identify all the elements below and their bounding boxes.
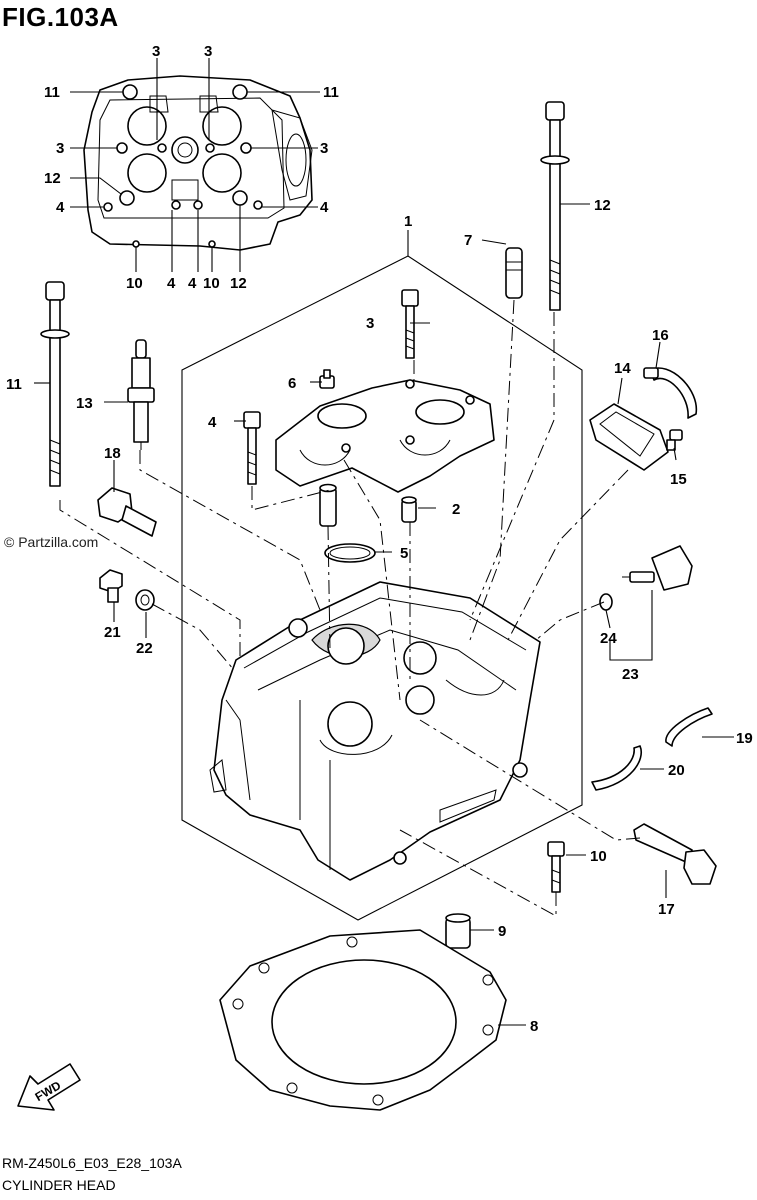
diagram-caption: CYLINDER HEAD — [2, 1177, 116, 1193]
callout-11: 11 — [6, 376, 22, 393]
inset-label-11-left: 11 — [44, 84, 60, 101]
bolt-10 — [547, 841, 565, 893]
washer-22 — [135, 589, 155, 611]
callout-14: 14 — [614, 360, 631, 377]
dash-lines — [59, 299, 641, 917]
callout-3: 3 — [366, 315, 374, 332]
callout-1: 1 — [404, 213, 412, 230]
fwd-arrow: FWD — [17, 1063, 81, 1111]
inset-label-3-top-right: 3 — [204, 43, 212, 60]
figure-title: FIG.103A — [2, 2, 119, 32]
callout-19: 19 — [736, 730, 753, 747]
callout-22: 22 — [136, 640, 153, 657]
inset-label-4-bottom-mid: 4 — [188, 275, 197, 292]
inset-label-11-right: 11 — [323, 84, 339, 101]
callout-20: 20 — [668, 762, 685, 779]
retainer-ring-19 — [665, 707, 713, 747]
stud-bolt-12 — [540, 101, 570, 311]
bolt-17 — [633, 823, 717, 885]
callout-15: 15 — [670, 471, 687, 488]
retainer-ring-20 — [591, 745, 642, 791]
callout-24: 24 — [600, 630, 617, 647]
callout-12: 12 — [594, 197, 611, 214]
holder-bolt-3 — [401, 289, 419, 359]
callout-17: 17 — [658, 901, 675, 918]
inset-label-3-right: 3 — [320, 140, 328, 157]
watermark: © Partzilla.com — [4, 534, 99, 550]
small-bolt-6 — [319, 369, 335, 389]
inset-leaders — [70, 58, 320, 272]
inset-label-12-left: 12 — [44, 170, 61, 187]
temp-sensor — [622, 545, 693, 591]
callout-23: 23 — [622, 666, 639, 683]
inset-label-4-right: 4 — [320, 199, 329, 216]
drawing-code: RM-Z450L6_E03_E28_103A — [2, 1155, 182, 1171]
inset-label-3-top-left: 3 — [152, 43, 160, 60]
leader-lines — [34, 203, 734, 1026]
holder-bolt-4 — [243, 411, 261, 485]
sensor-o-ring — [599, 593, 613, 611]
intake-gasket — [589, 403, 669, 471]
bolt-21 — [99, 569, 123, 603]
spark-plug — [127, 339, 155, 450]
dowel-9 — [445, 913, 471, 949]
dowel-pin-holder — [319, 483, 337, 527]
callout-21: 21 — [104, 624, 121, 641]
callout-13: 13 — [76, 395, 93, 412]
inset-label-4-bottom-left: 4 — [167, 275, 176, 292]
callout-5: 5 — [400, 545, 408, 562]
callout-2: 2 — [452, 501, 460, 518]
callout-6: 6 — [288, 375, 296, 392]
inset-label-3-left: 3 — [56, 140, 64, 157]
callout-7: 7 — [464, 232, 472, 249]
hose-clamp — [643, 367, 698, 419]
bolt-18 — [97, 487, 157, 537]
top-view-inset — [83, 75, 313, 251]
stud-bolt-11 — [40, 281, 70, 487]
callout-18: 18 — [104, 445, 121, 462]
callout-16: 16 — [652, 327, 669, 344]
inset-label-12-bottom: 12 — [230, 275, 247, 292]
camshaft-holder — [275, 379, 495, 493]
head-gasket — [219, 929, 507, 1111]
cylinder-head — [209, 581, 541, 881]
callout-8: 8 — [530, 1018, 538, 1035]
inset-label-4-left: 4 — [56, 199, 65, 216]
plug-7 — [505, 247, 523, 299]
dowel-pin-upper — [401, 496, 417, 523]
callout-4: 4 — [208, 414, 217, 431]
inset-label-10-bottom-mid: 10 — [203, 275, 220, 292]
inset-label-10-bottom-left: 10 — [126, 275, 143, 292]
callout-9: 9 — [498, 923, 506, 940]
bolt-15 — [666, 429, 683, 451]
callout-10: 10 — [590, 848, 607, 865]
